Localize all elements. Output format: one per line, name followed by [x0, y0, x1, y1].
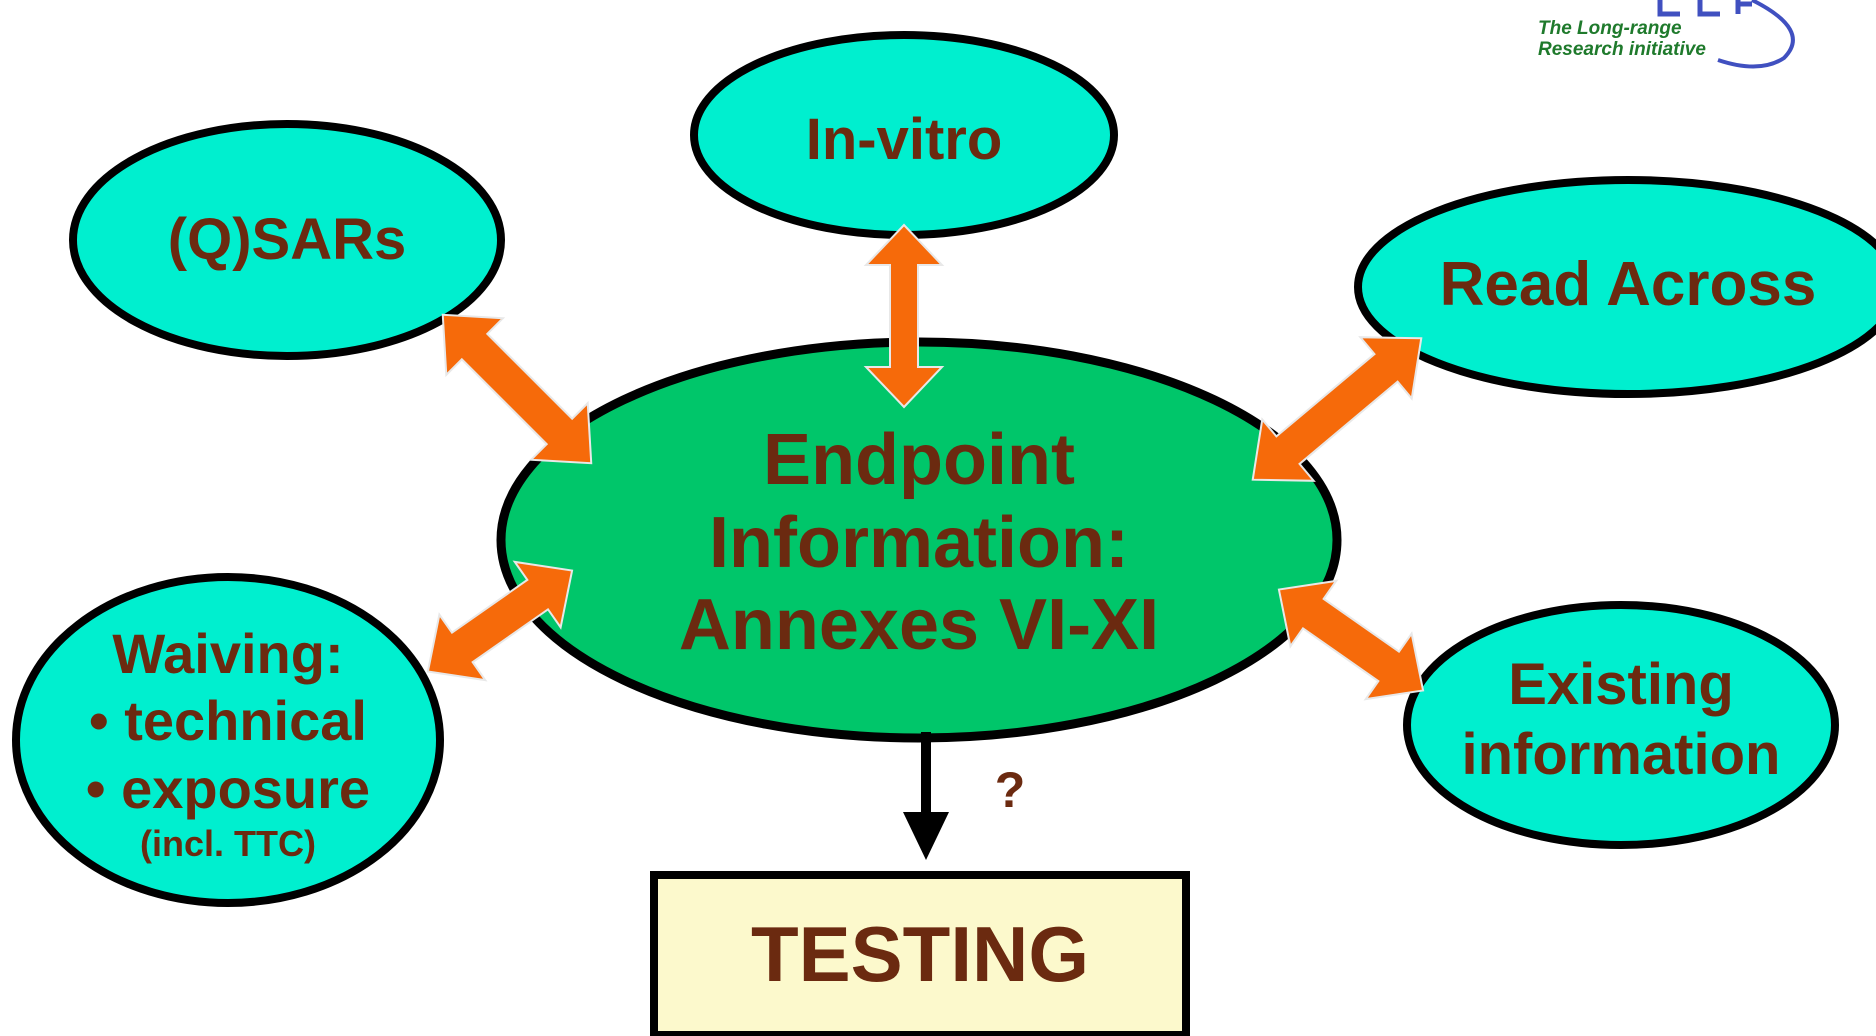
question-mark-label: ?: [980, 755, 1040, 825]
logo-line-2: Research initiative: [1538, 39, 1706, 61]
arrow-in-vitro: [863, 223, 945, 409]
existing-line-1: Existing: [1508, 652, 1734, 718]
arrow-read-across: [1251, 336, 1423, 482]
center-line-2: Information:: [709, 502, 1129, 583]
arrow-to-testing: [903, 732, 949, 860]
waiving-label: Waiving: • technical • exposure (incl. T…: [28, 605, 428, 880]
qsars-text: (Q)SARs: [167, 206, 407, 272]
testing-label: TESTING: [654, 875, 1186, 1035]
center-line-1: Endpoint: [763, 419, 1075, 500]
waiving-line-3: • exposure: [85, 756, 371, 820]
logo-arc-icon: [1717, 0, 1795, 69]
waiving-line-2: • technical: [89, 689, 367, 753]
lri-logo: The Long-range Research initiative: [1538, 18, 1798, 68]
waiving-line-1: Waiving:: [112, 622, 344, 686]
waiving-ellipse: [12, 573, 444, 907]
testing-text: TESTING: [750, 910, 1089, 999]
question-mark-text: ?: [994, 762, 1026, 818]
existing-information-label: Existing information: [1421, 645, 1821, 795]
read-across-ellipse: [1354, 176, 1876, 398]
testing-box: [650, 871, 1190, 1036]
endpoint-information-label: Endpoint Information: Annexes VI-XI: [569, 398, 1269, 688]
in-vitro-text: In-vitro: [805, 106, 1003, 172]
read-across-label: Read Across: [1378, 240, 1876, 330]
arrow-waiving: [426, 560, 574, 682]
arrow-existing-information: [1277, 579, 1425, 701]
read-across-text: Read Across: [1439, 250, 1817, 320]
in-vitro-label: In-vitro: [704, 95, 1104, 185]
existing-information-ellipse: [1403, 601, 1839, 849]
qsars-ellipse: [69, 120, 505, 360]
logo-letter-fragment-icon: [1657, 0, 1752, 17]
logo-line-1: The Long-range: [1538, 18, 1682, 39]
existing-line-2: information: [1461, 722, 1781, 787]
waiving-line-4: (incl. TTC): [140, 822, 316, 864]
qsars-label: (Q)SARs: [87, 195, 487, 285]
center-line-3: Annexes VI-XI: [678, 585, 1160, 666]
arrow-qsars: [441, 313, 593, 465]
